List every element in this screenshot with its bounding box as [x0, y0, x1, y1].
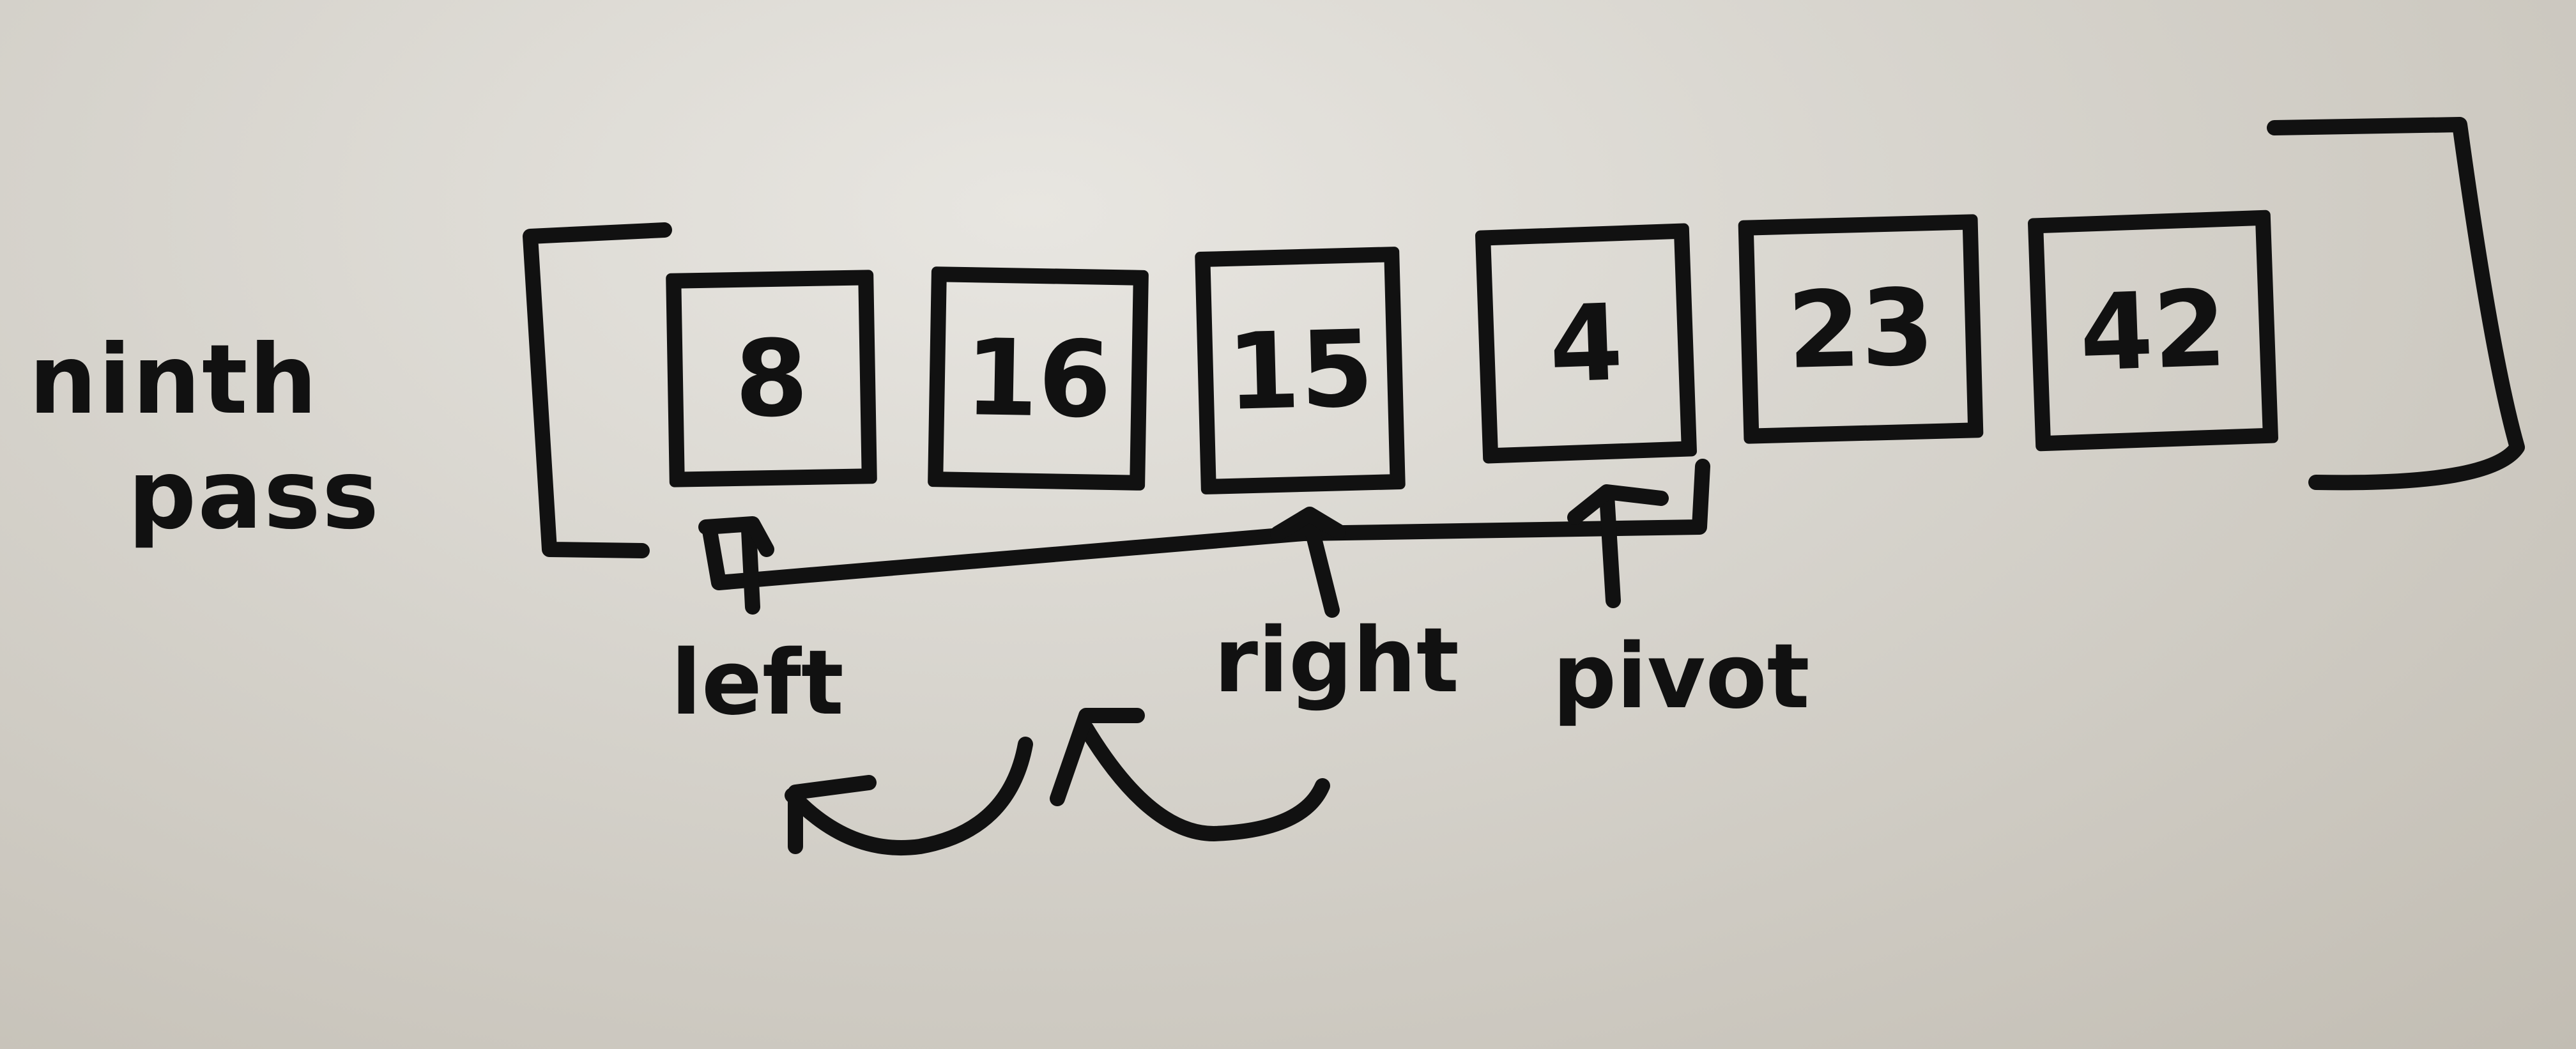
swap-arrow-right-curve	[1078, 721, 1330, 841]
left-pointer-shaft	[741, 523, 760, 615]
pivot-pointer-shaft	[1599, 487, 1621, 608]
array-value-2: 16	[963, 316, 1113, 441]
array-cell-5: 23	[1738, 214, 1984, 444]
array-cell-1: 8	[666, 270, 877, 487]
right-pointer-label: right	[1214, 609, 1459, 713]
pivot-pointer-head	[1567, 484, 1669, 525]
array-cell-2: 16	[928, 266, 1149, 491]
array-value-3: 15	[1225, 307, 1376, 434]
array-cell-3: 15	[1195, 246, 1406, 495]
array-value-5: 23	[1786, 266, 1936, 392]
right-bracket	[2267, 117, 2525, 491]
swap-arrow-left-curve	[785, 737, 1033, 856]
array-value-6: 42	[2077, 266, 2229, 395]
pass-label-line2: pass	[128, 440, 381, 551]
array-cell-6: 42	[2027, 210, 2279, 452]
swap-arrow-right-head	[1050, 708, 1145, 806]
array-cell-4: 4	[1475, 223, 1698, 464]
baseline-line	[702, 459, 1710, 590]
left-bracket	[523, 222, 672, 558]
array-value-4: 4	[1547, 280, 1625, 406]
left-pointer-head	[698, 516, 774, 557]
right-pointer-head	[1270, 507, 1346, 541]
left-pointer-label: left	[671, 631, 844, 735]
swap-arrow-left-head	[788, 775, 877, 854]
right-pointer-shaft	[1302, 513, 1340, 618]
array-value-1: 8	[733, 316, 809, 441]
pivot-pointer-label: pivot	[1552, 625, 1810, 729]
pass-label-line1: ninth	[29, 325, 319, 436]
